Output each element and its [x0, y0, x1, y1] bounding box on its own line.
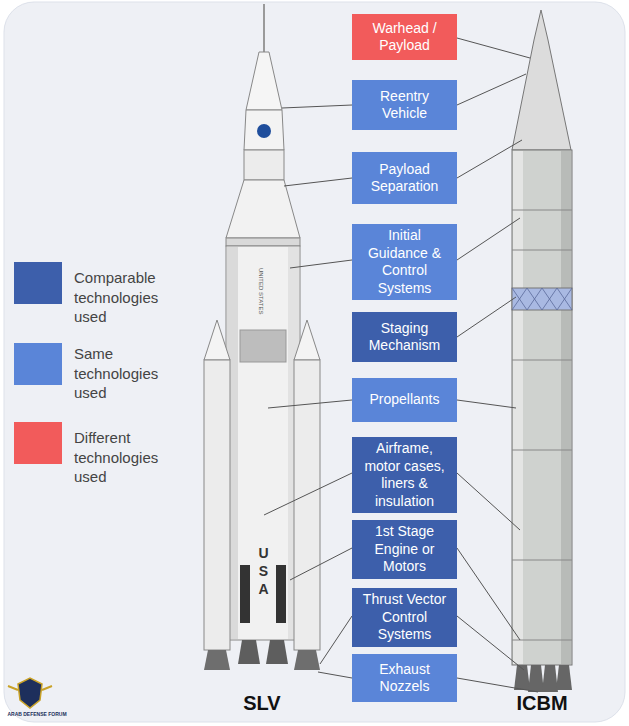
text-label: USA — [256, 544, 271, 599]
leader-line — [457, 400, 516, 408]
text-label: UNITED STATES — [258, 268, 264, 314]
technology-box: Payload Separation — [352, 152, 457, 204]
technology-box: Airframe, motor cases, liners & insulati… — [352, 437, 457, 513]
leader-line — [457, 74, 526, 105]
section-band — [512, 210, 572, 211]
text-label: SLV — [222, 692, 302, 715]
technology-box: Warhead / Payload — [352, 14, 457, 60]
section-band — [512, 250, 572, 251]
text-label: ICBM — [500, 692, 584, 715]
stage-band — [226, 238, 300, 246]
leader-lines — [264, 38, 538, 692]
technology-box: Propellants — [352, 378, 457, 422]
booster-nose — [294, 320, 320, 360]
core-panel — [276, 565, 286, 623]
service-module — [244, 150, 284, 180]
technology-box: Exhaust Nozzels — [352, 654, 457, 702]
technology-box: Initial Guidance & Control Systems — [352, 224, 457, 300]
missile-nozzle — [542, 665, 558, 692]
technology-box: Reentry Vehicle — [352, 80, 457, 130]
box-text: Payload Separation — [357, 161, 452, 196]
section-band — [512, 450, 572, 451]
legend-text: Same technologies used — [74, 344, 170, 403]
section-band — [512, 640, 572, 641]
box-text: Propellants — [369, 391, 439, 409]
leader-line — [268, 400, 352, 408]
leader-line — [457, 678, 538, 692]
interstage-lattice — [512, 288, 572, 310]
booster-nozzle — [294, 650, 320, 670]
stage-adapter — [226, 180, 300, 238]
box-text: Exhaust Nozzels — [357, 661, 452, 696]
box-text: Initial Guidance & Control Systems — [357, 227, 452, 297]
booster-nose — [204, 320, 230, 360]
legend-text: Comparable technologies used — [74, 268, 170, 327]
legend-text: Different technologies used — [74, 428, 170, 487]
core-nozzle — [266, 640, 288, 664]
watermark-wings — [8, 686, 52, 690]
core-nozzle — [238, 640, 260, 664]
text-label: ARAB DEFENSE FORUM — [2, 711, 72, 717]
leader-line — [457, 297, 516, 337]
technology-box: Staging Mechanism — [352, 312, 457, 362]
booster-nozzle — [204, 650, 230, 670]
legend-swatch — [14, 262, 62, 304]
leader-line — [457, 616, 524, 670]
leader-line — [457, 473, 520, 530]
leader-line — [290, 260, 352, 268]
core-panel — [240, 565, 250, 623]
box-text: Airframe, motor cases, liners & insulati… — [357, 440, 452, 510]
leader-line — [318, 672, 352, 678]
crew-capsule — [244, 110, 284, 150]
launch-abort-fairing — [246, 52, 282, 110]
box-text: Warhead / Payload — [357, 20, 452, 55]
leader-line — [457, 140, 522, 178]
section-band — [512, 360, 572, 361]
technology-box: Thrust Vector Control Systems — [352, 588, 457, 647]
leader-line — [457, 548, 520, 640]
leader-line — [264, 473, 352, 515]
leader-line — [457, 38, 530, 58]
box-text: Thrust Vector Control Systems — [357, 591, 452, 644]
section-band — [512, 560, 572, 561]
watermark-logo — [18, 678, 42, 708]
missile-nozzle — [528, 665, 544, 692]
leader-line — [290, 548, 352, 580]
missile-shading — [561, 151, 571, 664]
technology-box: 1st Stage Engine or Motors — [352, 520, 457, 579]
legend-swatch — [14, 422, 62, 464]
leader-line — [284, 178, 352, 186]
leader-line — [282, 105, 352, 108]
lattice-struts — [512, 288, 572, 310]
box-text: Reentry Vehicle — [357, 88, 452, 123]
missile-body — [512, 150, 572, 665]
core-stage — [226, 246, 300, 640]
box-text: Staging Mechanism — [357, 320, 452, 355]
legend-swatch — [14, 343, 62, 385]
box-text: 1st Stage Engine or Motors — [357, 523, 452, 576]
agency-logo — [257, 124, 271, 138]
side-booster — [204, 360, 230, 650]
leader-line — [320, 616, 352, 664]
missile-nose — [512, 10, 571, 150]
missile-nozzle — [556, 665, 572, 690]
intertank-panel — [240, 330, 286, 362]
escape-tower — [263, 4, 265, 54]
background-panel — [4, 2, 625, 722]
leader-line — [457, 218, 520, 260]
